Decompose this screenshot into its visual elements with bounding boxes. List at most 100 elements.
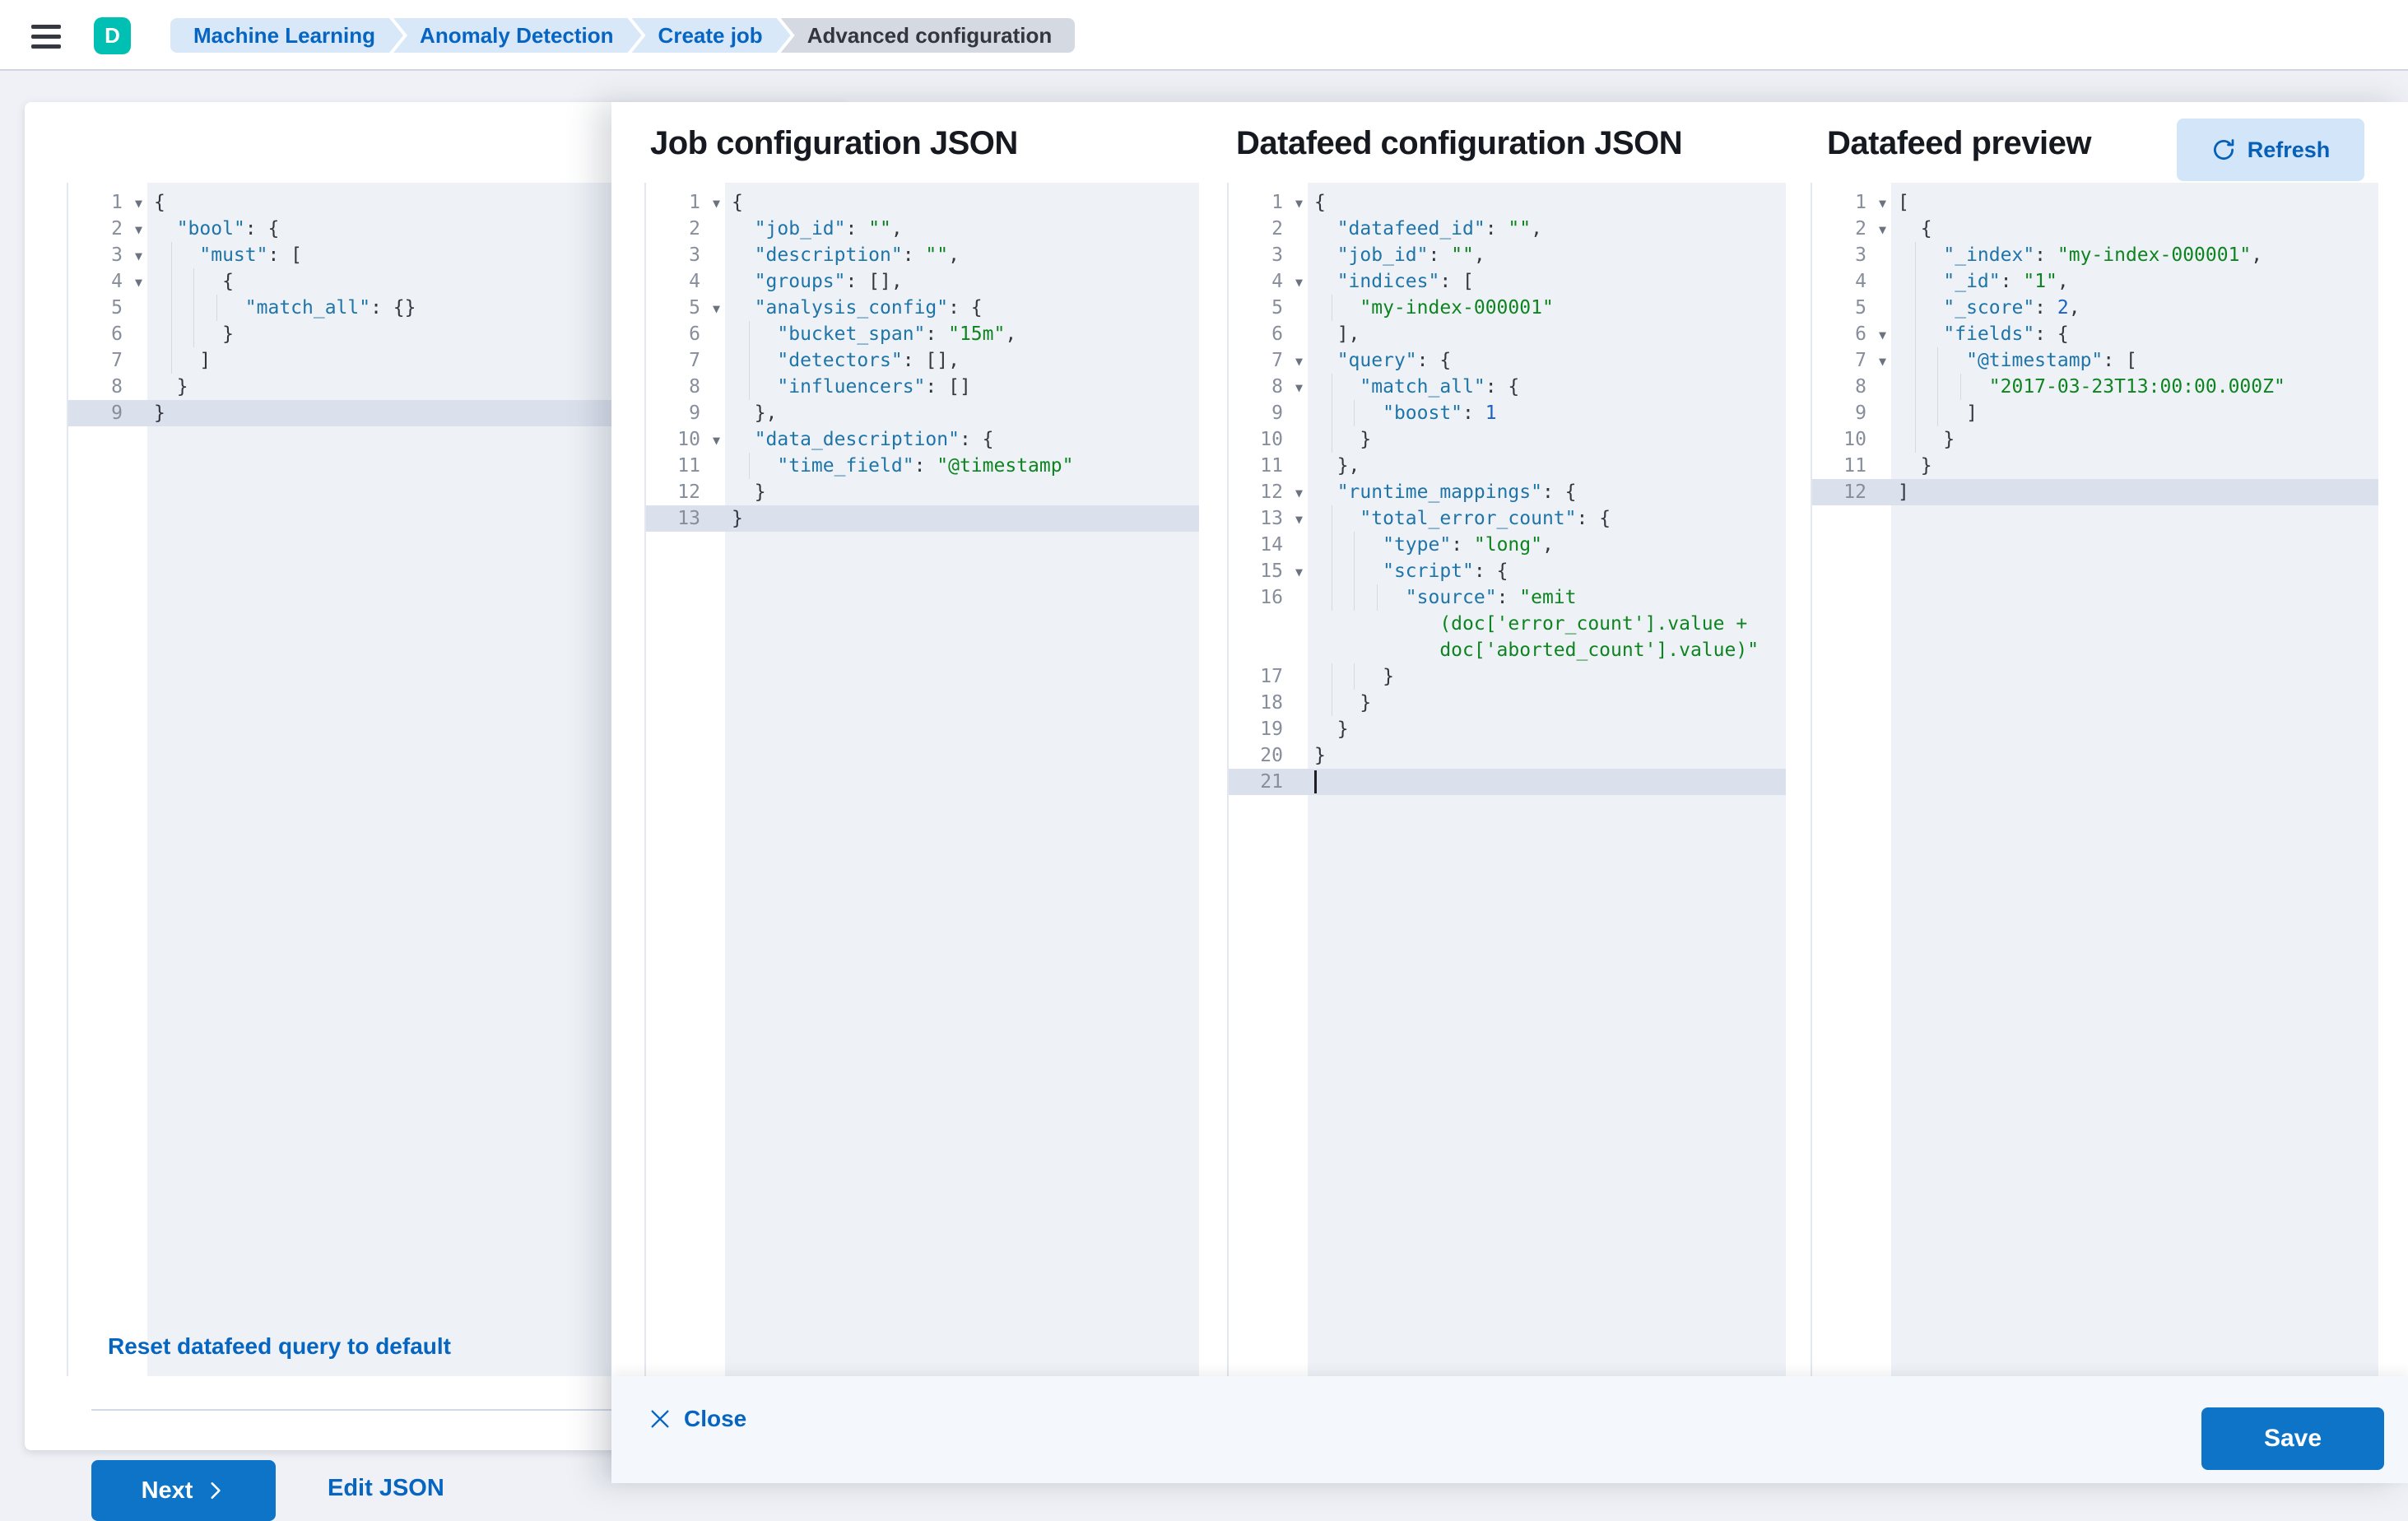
refresh-icon	[2213, 139, 2234, 160]
fold-arrow-icon[interactable]: ▼	[1878, 196, 1886, 211]
editor-line[interactable]: 3 "job_id": "",	[1229, 242, 1786, 268]
editor-line[interactable]: 12]	[1812, 479, 2378, 505]
editor-line[interactable]: 10 }	[1812, 426, 2378, 453]
editor-line[interactable]: 4 "_id": "1",	[1812, 268, 2378, 295]
editor-line[interactable]: 1▼{	[68, 189, 823, 216]
datafeed-preview-editor[interactable]: 1▼[2▼ {3 "_index": "my-index-000001",4 "…	[1811, 183, 2378, 1376]
fold-arrow-icon[interactable]: ▼	[1878, 354, 1886, 369]
editor-line[interactable]: 2▼ "bool": {	[68, 216, 823, 242]
editor-line[interactable]: 7 ]	[68, 347, 823, 374]
editor-line[interactable]: 10▼ "data_description": {	[646, 426, 1199, 453]
editor-line[interactable]: 1▼[	[1812, 189, 2378, 216]
editor-line[interactable]: 5 "_score": 2,	[1812, 295, 2378, 321]
text-cursor	[1314, 770, 1317, 793]
breadcrumb: Machine Learning Anomaly Detection Creat…	[170, 18, 1076, 53]
editor-line[interactable]: 9 },	[646, 400, 1199, 426]
editor-line[interactable]: 5▼ "analysis_config": {	[646, 295, 1199, 321]
job-config-title: Job configuration JSON	[650, 125, 1018, 161]
editor-line[interactable]: doc['aborted_count'].value)"	[1229, 637, 1786, 663]
editor-line[interactable]: 11 "time_field": "@timestamp"	[646, 453, 1199, 479]
fold-arrow-icon[interactable]: ▼	[1295, 275, 1303, 290]
editor-line[interactable]: 7▼ "@timestamp": [	[1812, 347, 2378, 374]
editor-line[interactable]: 12▼ "runtime_mappings": {	[1229, 479, 1786, 505]
datafeed-config-title: Datafeed configuration JSON	[1236, 125, 1683, 161]
flyout-footer: Close Save	[611, 1376, 2408, 1483]
editor-line[interactable]: (doc['error_count'].value +	[1229, 611, 1786, 637]
editor-line[interactable]: 7 "detectors": [],	[646, 347, 1199, 374]
fold-arrow-icon[interactable]: ▼	[712, 196, 720, 211]
editor-line[interactable]: 20}	[1229, 742, 1786, 769]
divider	[91, 1409, 848, 1411]
editor-line[interactable]: 11 }	[1812, 453, 2378, 479]
fold-arrow-icon[interactable]: ▼	[1295, 196, 1303, 211]
editor-line[interactable]: 6 ],	[1229, 321, 1786, 347]
editor-line[interactable]: 18 }	[1229, 690, 1786, 716]
editor-line[interactable]: 2▼ {	[1812, 216, 2378, 242]
breadcrumb-create-job[interactable]: Create job	[632, 18, 791, 53]
editor-line[interactable]: 5 "my-index-000001"	[1229, 295, 1786, 321]
editor-line[interactable]: 8 "influencers": []	[646, 374, 1199, 400]
editor-line[interactable]: 1▼{	[1229, 189, 1786, 216]
editor-line[interactable]: 4▼ "indices": [	[1229, 268, 1786, 295]
editor-line[interactable]: 6 }	[68, 321, 823, 347]
close-icon	[651, 1410, 669, 1428]
reset-datafeed-query-link[interactable]: Reset datafeed query to default	[108, 1333, 451, 1359]
fold-arrow-icon[interactable]: ▼	[1295, 486, 1303, 500]
editor-line[interactable]: 9 "boost": 1	[1229, 400, 1786, 426]
fold-arrow-icon[interactable]: ▼	[712, 433, 720, 448]
editor-line[interactable]: 9 ]	[1812, 400, 2378, 426]
editor-line[interactable]: 12 }	[646, 479, 1199, 505]
datafeed-config-editor[interactable]: 1▼{2 "datafeed_id": "",3 "job_id": "",4▼…	[1227, 183, 1786, 1376]
edit-json-link[interactable]: Edit JSON	[328, 1475, 444, 1501]
fold-arrow-icon[interactable]: ▼	[134, 275, 142, 290]
editor-line[interactable]: 19 }	[1229, 716, 1786, 742]
editor-line[interactable]: 7▼ "query": {	[1229, 347, 1786, 374]
fold-arrow-icon[interactable]: ▼	[712, 301, 720, 316]
editor-line[interactable]: 16 "source": "emit	[1229, 584, 1786, 611]
breadcrumb-machine-learning[interactable]: Machine Learning	[170, 18, 403, 53]
job-config-editor[interactable]: 1▼{2 "job_id": "",3 "description": "",4 …	[644, 183, 1199, 1376]
fold-arrow-icon[interactable]: ▼	[134, 222, 142, 237]
breadcrumb-anomaly-detection[interactable]: Anomaly Detection	[393, 18, 642, 53]
editor-line[interactable]: 4▼ {	[68, 268, 823, 295]
editor-line[interactable]: 8▼ "match_all": {	[1229, 374, 1786, 400]
editor-line[interactable]: 4 "groups": [],	[646, 268, 1199, 295]
editor-line[interactable]: 2 "datafeed_id": "",	[1229, 216, 1786, 242]
datafeed-preview-title: Datafeed preview	[1827, 125, 2092, 161]
refresh-button[interactable]: Refresh	[2177, 119, 2364, 181]
editor-line[interactable]: 6 "bucket_span": "15m",	[646, 321, 1199, 347]
editor-line[interactable]: 2 "job_id": "",	[646, 216, 1199, 242]
editor-line[interactable]: 17 }	[1229, 663, 1786, 690]
fold-arrow-icon[interactable]: ▼	[134, 249, 142, 263]
editor-line[interactable]: 8 }	[68, 374, 823, 400]
fold-arrow-icon[interactable]: ▼	[134, 196, 142, 211]
editor-line[interactable]: 21	[1229, 769, 1786, 795]
save-button[interactable]: Save	[2201, 1407, 2384, 1470]
editor-line[interactable]: 3 "_index": "my-index-000001",	[1812, 242, 2378, 268]
editor-line[interactable]: 8 "2017-03-23T13:00:00.000Z"	[1812, 374, 2378, 400]
editor-line[interactable]: 5 "match_all": {}	[68, 295, 823, 321]
edit-json-flyout: Job configuration JSON Datafeed configur…	[611, 102, 2408, 1483]
editor-line[interactable]: 13▼ "total_error_count": {	[1229, 505, 1786, 532]
fold-arrow-icon[interactable]: ▼	[1295, 354, 1303, 369]
fold-arrow-icon[interactable]: ▼	[1878, 328, 1886, 342]
editor-line[interactable]: 14 "type": "long",	[1229, 532, 1786, 558]
fold-arrow-icon[interactable]: ▼	[1878, 222, 1886, 237]
menu-icon[interactable]	[31, 16, 71, 56]
editor-line[interactable]: 11 },	[1229, 453, 1786, 479]
top-navigation-bar: D Machine Learning Anomaly Detection Cre…	[0, 0, 2408, 71]
editor-line[interactable]: 1▼{	[646, 189, 1199, 216]
fold-arrow-icon[interactable]: ▼	[1295, 512, 1303, 527]
fold-arrow-icon[interactable]: ▼	[1295, 565, 1303, 579]
editor-line[interactable]: 3 "description": "",	[646, 242, 1199, 268]
editor-line[interactable]: 13}	[646, 505, 1199, 532]
editor-line[interactable]: 10 }	[1229, 426, 1786, 453]
fold-arrow-icon[interactable]: ▼	[1295, 380, 1303, 395]
next-button[interactable]: Next	[91, 1460, 276, 1521]
breadcrumb-advanced-configuration: Advanced configuration	[780, 18, 1076, 53]
close-button[interactable]: Close	[648, 1406, 746, 1432]
editor-line[interactable]: 15▼ "script": {	[1229, 558, 1786, 584]
editor-line[interactable]: 6▼ "fields": {	[1812, 321, 2378, 347]
avatar[interactable]: D	[94, 17, 131, 54]
editor-line[interactable]: 3▼ "must": [	[68, 242, 823, 268]
